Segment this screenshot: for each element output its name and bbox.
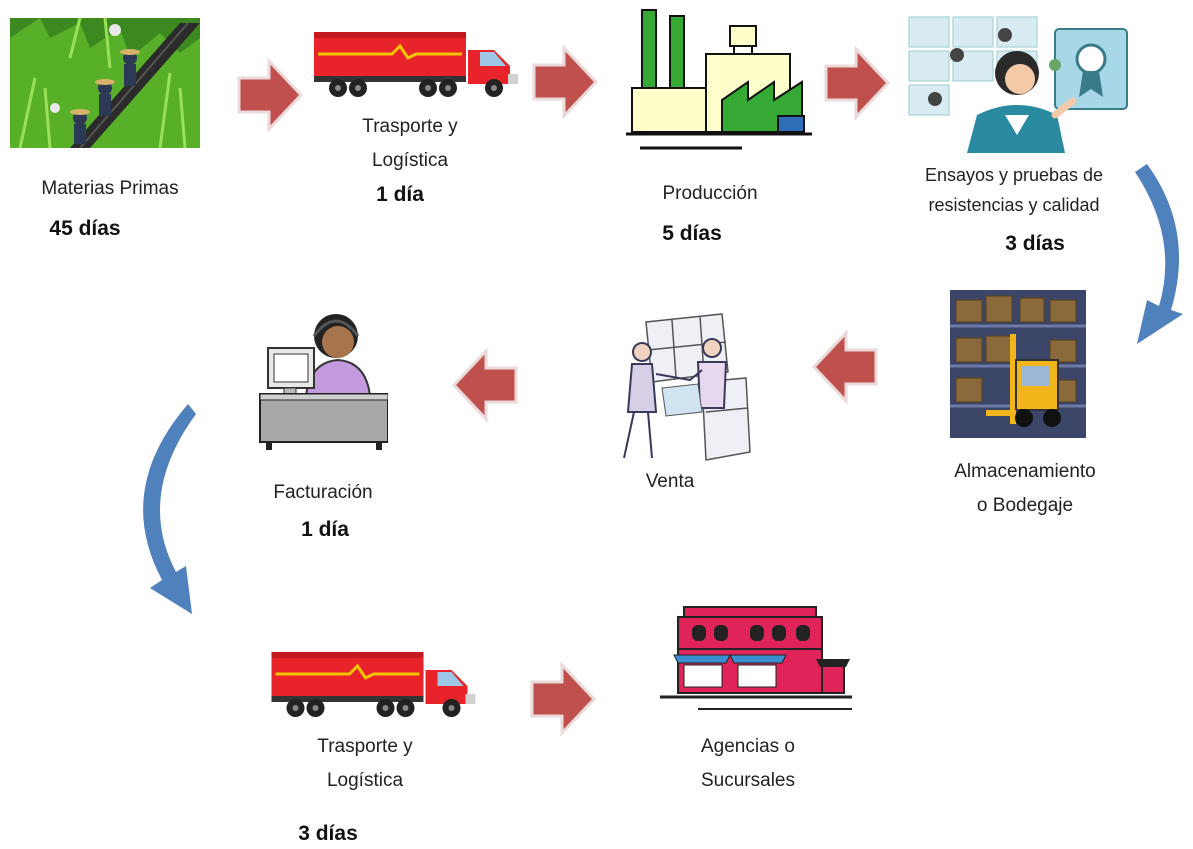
stage-label-billing: Facturación [273,482,373,503]
stage-duration-raw-materials: 45 días [49,217,121,240]
flow-arrow-right-4 [528,662,598,736]
sales-people-icon [602,312,752,462]
raw-materials-image [10,18,200,148]
factory-icon [622,8,818,158]
farm-field-icon [10,18,200,148]
curved-arrow-down-left [120,400,200,620]
truck-icon [312,28,524,100]
quality-control-icon [905,15,1133,153]
call-center-desk-icon [258,300,388,450]
stage-duration-transport-1: 1 día [376,183,424,206]
flow-arrow-right-2 [530,45,600,119]
stage-duration-production: 5 días [662,222,722,245]
flow-arrow-left-2 [450,348,520,422]
truck-icon [268,648,483,720]
store-building-icon [658,605,854,715]
stage-label-production: Producción [662,183,758,204]
flow-arrow-right-3 [822,46,892,120]
curved-arrow-down-right [1125,160,1193,350]
stage-label-raw-materials: Materias Primas [41,178,179,199]
flow-arrow-right-1 [235,58,305,132]
stage-duration-billing: 1 día [301,518,349,541]
stage-duration-quality-tests: 3 días [1005,232,1065,255]
flow-arrow-left-1 [810,330,880,404]
warehouse-forklift-icon [950,290,1086,438]
stage-duration-transport-2: 3 días [298,822,358,845]
stage-label-sale: Venta [645,471,695,492]
